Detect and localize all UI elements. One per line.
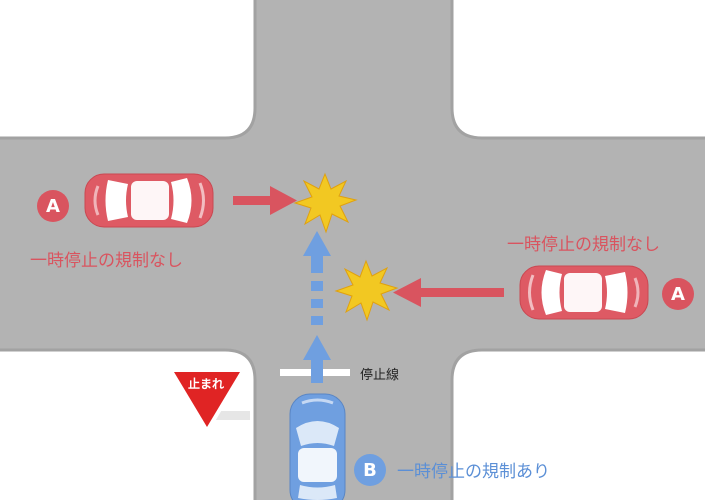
stop-line-label: 停止線 [360,368,400,383]
stop-sign [168,367,250,433]
car-a-left [84,173,214,228]
collision-burst-upper [293,172,358,234]
stop-sign-text: 止まれ [188,377,225,391]
collision-burst-lower [334,259,399,322]
arrow-red-left [233,186,297,215]
label-a-right: 一時停止の規制なし [507,235,660,255]
badge-a-left: A [37,190,69,222]
arrow-red-right [393,278,504,307]
badge-b: B [354,454,386,486]
car-a-right [519,265,649,320]
label-a-left: 一時停止の規制なし [30,251,183,271]
car-b [289,393,346,500]
badge-a-right: A [662,278,694,310]
label-b: 一時停止の規制あり [397,462,550,482]
arrow-blue-path [303,231,331,383]
